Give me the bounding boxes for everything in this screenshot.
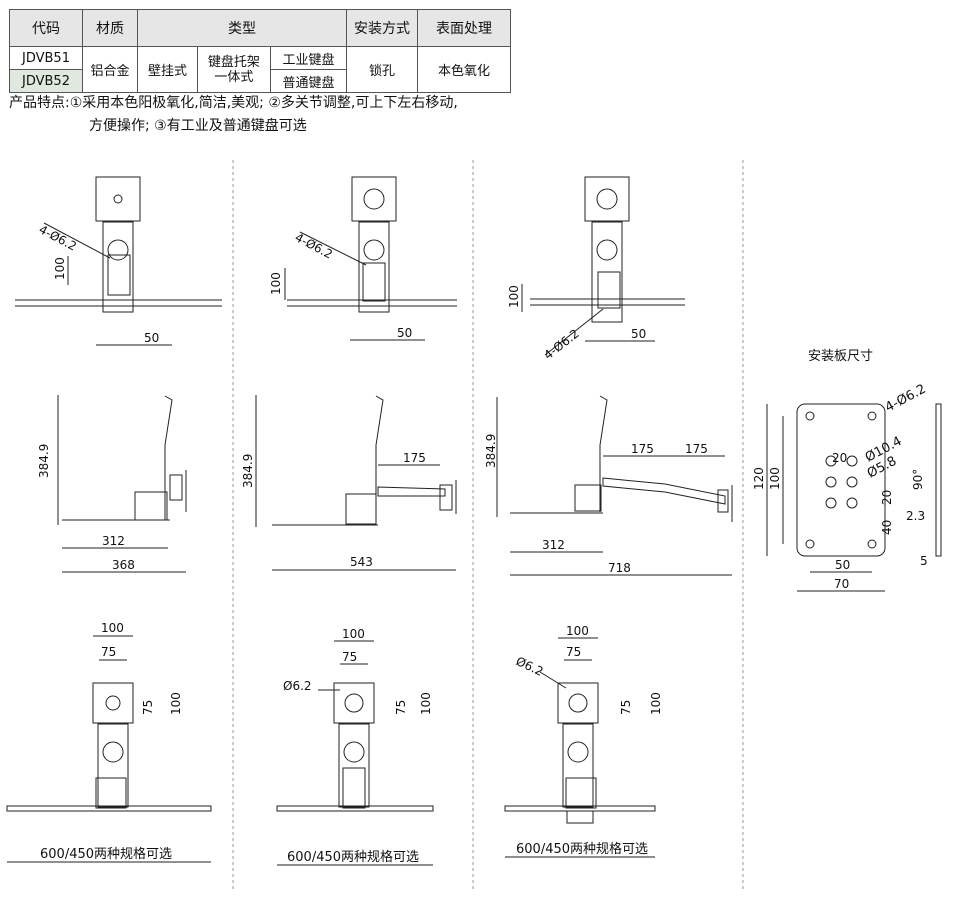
dim-plate-hole: 4-Ø6.2 [883,382,929,416]
dim-75-f1v: 75 [141,700,155,715]
dim-312-2: 312 [542,538,565,552]
dim-100-f3: 100 [566,624,589,638]
dim-70: 70 [834,577,849,591]
dim-100-3: 100 [507,285,521,308]
features-label: 产品特点: [9,95,70,111]
dim-40: 40 [880,520,894,535]
top-view-1: 4-Ø6.2 100 50 [15,176,222,346]
dim-100-1: 100 [53,257,67,280]
dim-384-3: 384.9 [484,434,498,468]
side-view-2: 384.9 175 543 [241,395,457,571]
product-features: 产品特点:①采用本色阳极氧化,简洁,美观; ②多关节调整,可上下左右移动, 方便… [9,92,458,138]
material-cell: 铝合金 [82,46,138,93]
dim-384-2: 384.9 [241,454,255,488]
mount-cell: 锁孔 [346,46,418,93]
surface-cell: 本色氧化 [417,46,511,93]
side-view-3: 384.9 175 175 312 718 [484,395,733,576]
top-view-2: 4-Ø6.2 100 50 [269,176,457,341]
dim-175-1: 175 [403,451,426,465]
features-line2: 方便操作; ③有工业及普通键盘可选 [89,118,307,134]
dim-175-2: 175 [631,442,654,456]
dim-2-3: 2.3 [906,509,925,523]
dim-hole-3: 4-Ø6.2 [541,326,582,362]
front-view-2: 100 75 Ø6.2 75 100 600/450两种规格可选 [276,627,434,866]
dim-50-3: 50 [631,327,646,341]
dim-543: 543 [350,555,373,569]
dim-718: 718 [608,561,631,575]
dim-62-f2: Ø6.2 [283,679,312,693]
dim-368: 368 [112,558,135,572]
dim-hole-2: 4-Ø6.2 [293,230,335,261]
dim-20-v: 20 [880,490,894,505]
dim-50-1: 50 [144,331,159,345]
width-note-1: 600/450两种规格可选 [40,846,172,862]
dim-50-2: 50 [397,326,412,340]
dim-100-2: 100 [269,272,283,295]
dim-120: 120 [752,467,766,490]
keyboard-normal-cell: 普通键盘 [269,69,348,93]
plate-title: 安装板尺寸 [808,349,873,364]
dim-100-f2v: 100 [419,692,433,715]
dim-75-f3v: 75 [619,700,633,715]
dim-75-f2v: 75 [394,700,408,715]
dim-75-f1: 75 [101,645,116,659]
dim-5: 5 [920,554,928,568]
dim-hole-1: 4-Ø6.2 [37,222,79,253]
mounting-plate: 安装板尺寸 4-Ø6.2 Ø10.4 Ø5.8 20 20 40 120 100… [752,349,942,592]
dim-62-f3: Ø6.2 [514,654,546,679]
side-view-1: 384.9 312 368 [37,395,187,573]
code-cell-2: JDVB52 [9,69,83,93]
type-main-cell: 壁挂式 [137,46,198,93]
dim-100-f1: 100 [101,621,124,635]
width-note-3: 600/450两种规格可选 [516,841,648,857]
front-view-3: 100 75 Ø6.2 75 100 600/450两种规格可选 [504,624,663,858]
dim-384-1: 384.9 [37,444,51,478]
header-surface: 表面处理 [417,9,511,47]
width-note-2: 600/450两种规格可选 [287,849,419,865]
top-view-3: 4-Ø6.2 100 50 [507,176,685,362]
column-dividers [232,160,744,892]
dim-angle: 90° [911,469,925,490]
dim-75-f3: 75 [566,645,581,659]
dim-100-f3v: 100 [649,692,663,715]
dim-50-plate: 50 [835,558,850,572]
type-sub-cell: 键盘托架一体式 [196,46,271,93]
dim-20-h: 20 [832,451,847,465]
dim-75-f2: 75 [342,650,357,664]
dim-100-plate: 100 [768,467,782,490]
dim-312-1: 312 [102,534,125,548]
dim-100-f2: 100 [342,627,365,641]
front-view-1: 100 75 75 100 600/450两种规格可选 [6,621,212,863]
spec-table: 代码 材质 类型 安装方式 表面处理 JDVB51 铝合金 壁挂式 键盘托架一体… [9,9,511,93]
features-line1: ①采用本色阳极氧化,简洁,美观; ②多关节调整,可上下左右移动, [69,95,458,111]
keyboard-industrial-cell: 工业键盘 [269,46,348,70]
dim-175-3: 175 [685,442,708,456]
dim-100-f1v: 100 [169,692,183,715]
header-code: 代码 [9,9,83,47]
